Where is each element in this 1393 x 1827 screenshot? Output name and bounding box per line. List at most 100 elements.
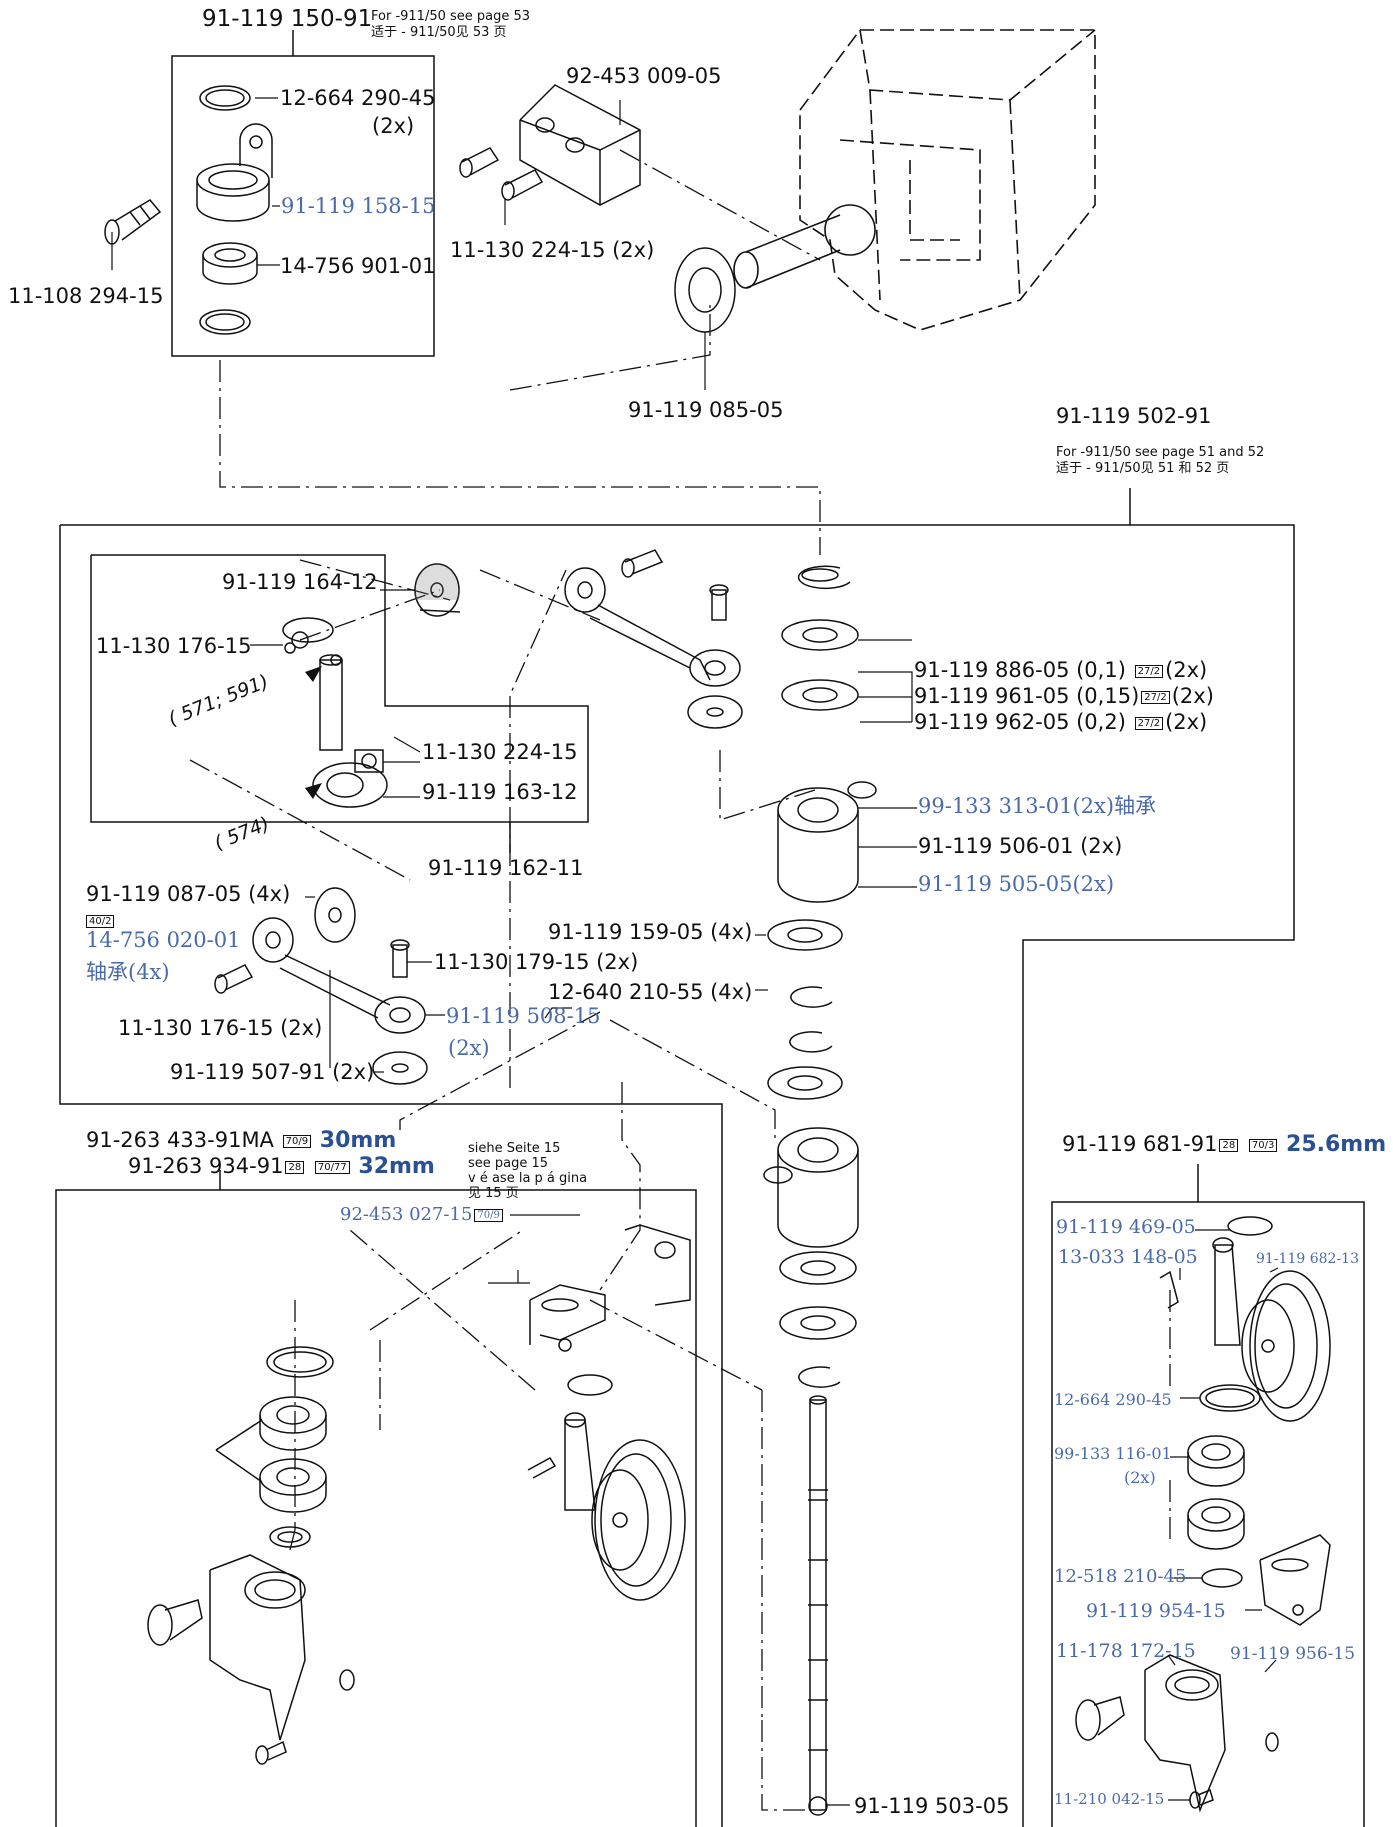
label-91-119-961-05: 91-119 961-05 (0,15)27/2(2x) [914, 684, 1214, 708]
bearing-br-2 [1187, 1498, 1245, 1550]
assembly-box-91-119-502-91 [59, 488, 1295, 1827]
label-11-130-179-15: 11-130 179-15 (2x) [434, 950, 639, 974]
note-91-119-150-91-en: For -911/50 see page 53 [371, 9, 531, 24]
label-11-130-224-15-2x: 11-130 224-15 (2x) [450, 238, 655, 262]
label-91-119-956-15: 91-119 956-15 [1230, 1644, 1356, 1664]
assembly-box-91-263-433 [55, 1170, 697, 1827]
note-91-119-502-91-en: For -911/50 see page 51 and 52 [1056, 445, 1265, 460]
label-91-119-886-05: 91-119 886-05 (0,1) 27/2(2x) [914, 658, 1208, 682]
label-99-133-116-01-qty: (2x) [1124, 1468, 1156, 1487]
assembly-box-91-119-150-91 [171, 30, 435, 357]
note-see-page-15: siehe Seite 15 see page 15 v é ase la p … [468, 1141, 588, 1201]
label-91-119-505-05: 91-119 505-05(2x) [918, 872, 1115, 896]
thumb-screw-br [1075, 1696, 1125, 1741]
label-12-664-290-45: 12-664 290-45 [280, 86, 436, 110]
note-91-119-502-91-cn: 适于 - 911/50见 51 和 52 页 [1056, 461, 1230, 476]
label-91-119-506-01: 91-119 506-01 (2x) [918, 834, 1123, 858]
label-14-756-020-01: 14-756 020-01 [86, 928, 241, 952]
pin-bl [527, 1457, 557, 1479]
bearing-part-top [202, 242, 258, 285]
spacer-ring-3 [372, 1051, 428, 1085]
gear-housing-1 [777, 781, 877, 903]
thumb-screw-bl [147, 1599, 203, 1646]
label-91-119-162-11: 91-119 162-11 [428, 856, 584, 880]
bracket-top-sbox [624, 1224, 691, 1306]
shim-washer-2 [781, 679, 859, 711]
label-91-119-503-05: 91-119 503-05 [854, 1794, 1010, 1818]
label-12-518-210-45: 12-518 210-45 [1054, 1566, 1187, 1587]
sub-box-91-119-162-11 [90, 554, 589, 853]
label-12-640-210-55: 12-640 210-55 (4x) [548, 980, 753, 1004]
label-91-119-682-13: 91-119 682-13 [1256, 1251, 1359, 1267]
label-11-210-042-15: 11-210 042-15 [1054, 1790, 1165, 1808]
washer-lower-2 [767, 1066, 843, 1100]
e-clip-3 [789, 1031, 833, 1053]
label-91-119-502-91: 91-119 502-91 [1056, 404, 1212, 428]
presser-foot-bl [209, 1554, 306, 1741]
nut-bl [339, 1669, 355, 1691]
machine-housing [799, 29, 1096, 331]
washer-top [674, 247, 736, 333]
shim-washer-1 [781, 619, 859, 651]
bearing-bl-2 [259, 1458, 327, 1513]
clamp-hub-part [312, 654, 388, 808]
spring-washer-bl [269, 1526, 311, 1548]
presser-foot-br [1144, 1654, 1226, 1813]
label-91-119-954-15: 91-119 954-15 [1086, 1600, 1226, 1622]
snap-ring-br2 [1199, 1384, 1261, 1412]
vertical-shaft [808, 1395, 828, 1816]
label-91-119-150-91: 91-119 150-91 [202, 6, 373, 32]
washer-lower-4 [779, 1306, 857, 1340]
bearing-bl-1 [259, 1396, 327, 1451]
label-91-119-159-05: 91-119 159-05 (4x) [548, 920, 753, 944]
label-91-119-508-15-qty: (2x) [448, 1036, 490, 1060]
bracket-br [1259, 1534, 1331, 1626]
leader-lines [111, 97, 1279, 1806]
label-12-664-290-45-br: 12-664 290-45 [1054, 1390, 1172, 1409]
bearing-br-1 [1187, 1435, 1245, 1487]
gear-housing-2 [763, 1127, 859, 1248]
snap-ring-bl [266, 1346, 334, 1378]
mounting-bracket [529, 1284, 606, 1352]
spring-washer-br [1201, 1568, 1243, 1588]
small-clamp-part [282, 617, 342, 666]
label-91-119-085-05: 91-119 085-05 [628, 398, 784, 422]
label-99-133-313-01: 99-133 313-01(2x)轴承 [918, 794, 1157, 818]
label-91-119-164-12: 91-119 164-12 [222, 570, 378, 594]
washer-lower-1 [767, 919, 843, 951]
clamp-ring-part [196, 123, 273, 222]
feed-wheel-bl [564, 1412, 686, 1601]
label-13-033-148-05: 13-033 148-05 [1058, 1246, 1198, 1268]
label-11-130-176-15: 11-130 176-15 [96, 634, 252, 658]
retaining-ring-bl [567, 1374, 613, 1396]
connecting-link-lower [252, 917, 426, 1034]
label-91-263-433-91ma: 91-263 433-91MA 70/9 30mm [86, 1128, 397, 1153]
label-11-130-176-15-2x: 11-130 176-15 (2x) [118, 1016, 323, 1040]
e-clip-2 [790, 986, 833, 1008]
snap-ring-bottom [199, 309, 251, 335]
socket-screws-lower [214, 939, 410, 994]
snap-ring-top [199, 85, 251, 111]
label-91-119-508-15: 91-119 508-15 [446, 1004, 601, 1028]
assembly-box-91-119-681-91 [1051, 1164, 1365, 1827]
e-clip-1 [797, 565, 851, 590]
nut-br [1265, 1732, 1279, 1752]
label-91-119-507-91: 91-119 507-91 (2x) [170, 1060, 375, 1084]
spacer-ring-2 [687, 695, 743, 729]
label-91-119-158-15: 91-119 158-15 [281, 194, 436, 218]
label-11-178-172-15: 11-178 172-15 [1056, 1640, 1196, 1662]
washer-lower-3 [779, 1251, 857, 1285]
note-91-119-150-91-cn: 适于 - 911/50见 53 页 [371, 25, 507, 40]
box-40-2: 40/2 [84, 910, 116, 931]
machine-shaft [733, 204, 876, 289]
label-11-130-224-15: 11-130 224-15 [422, 740, 578, 764]
label-11-108-294-15: 11-108 294-15 [8, 284, 164, 308]
e-clip-4 [798, 1366, 841, 1388]
clamp-block-part [519, 84, 641, 206]
pin-br [1159, 1270, 1179, 1309]
label-92-453-009-05: 92-453 009-05 [566, 64, 722, 88]
